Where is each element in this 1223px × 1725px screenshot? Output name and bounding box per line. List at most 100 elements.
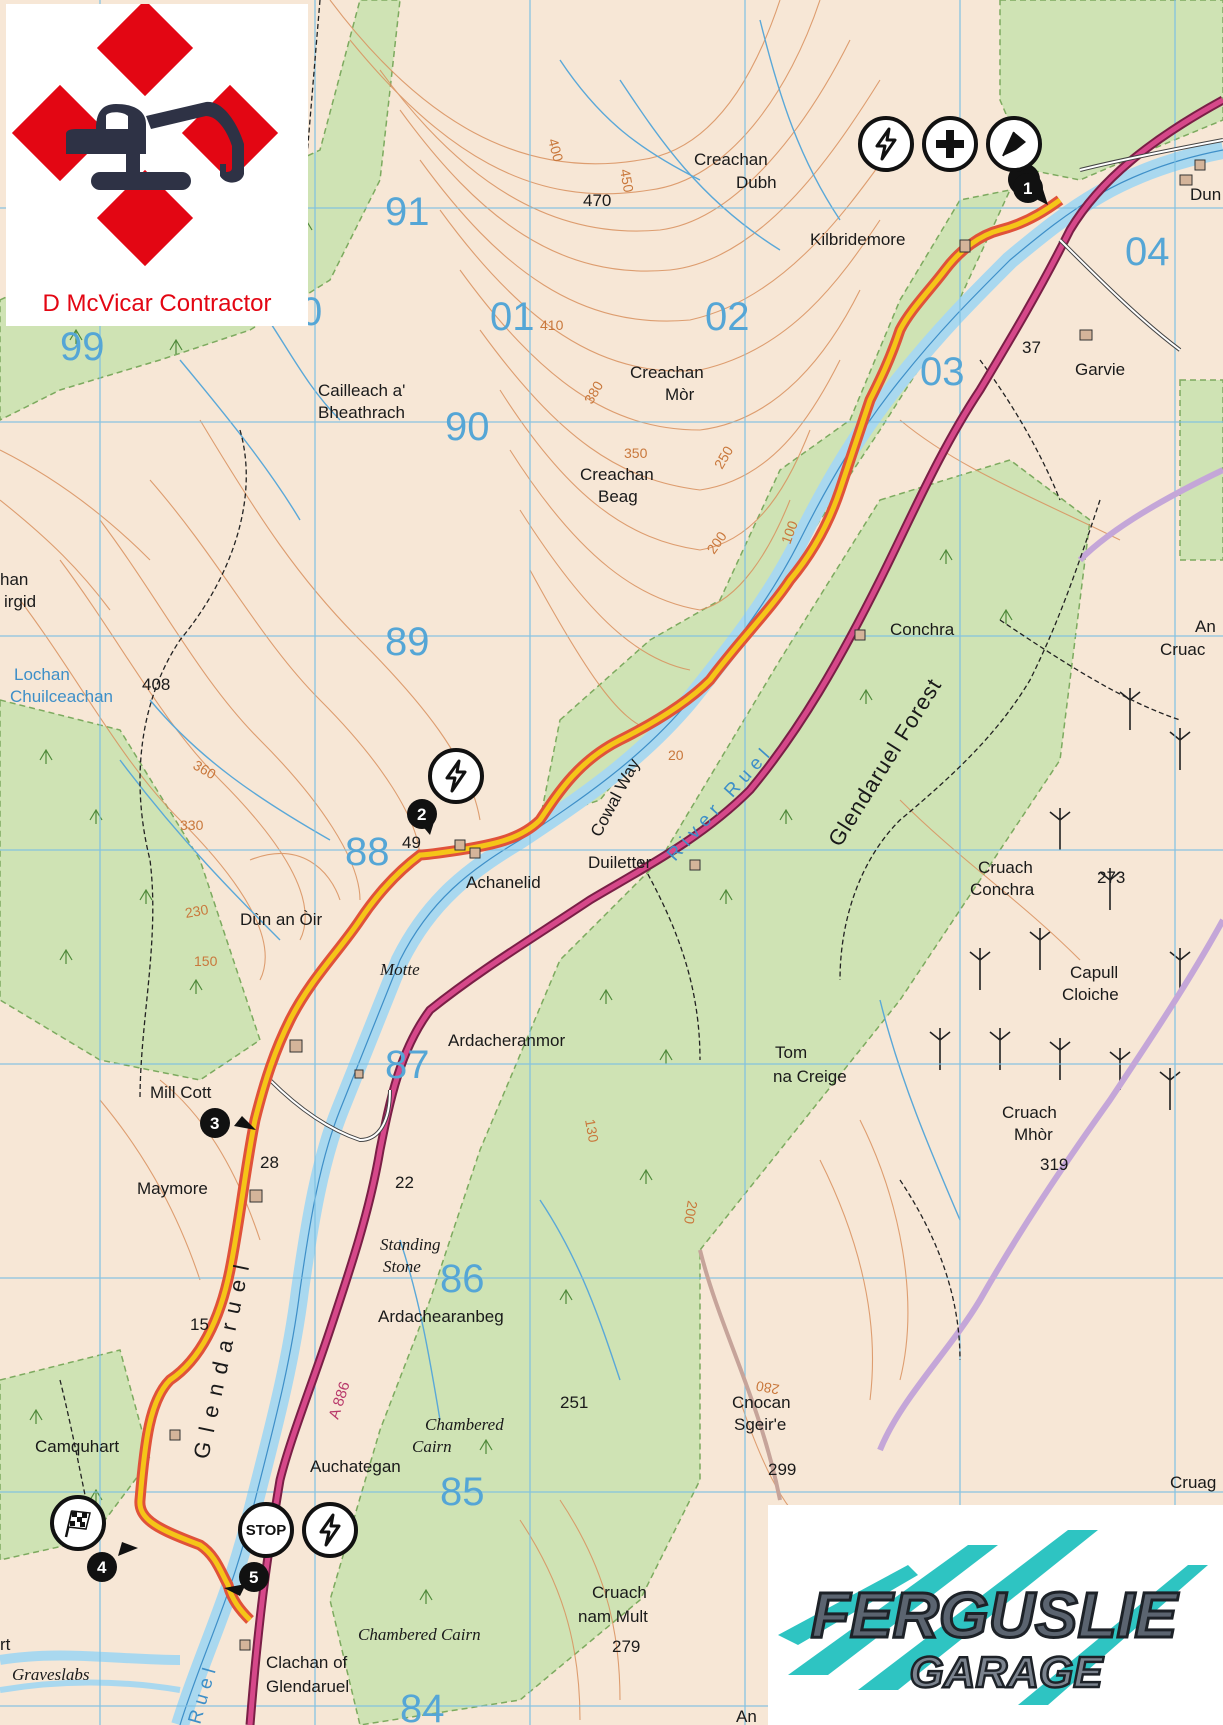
spot-height-319: 319 bbox=[1040, 1155, 1068, 1174]
label-conchra: Conchra bbox=[890, 620, 955, 639]
grid-number-85: 85 bbox=[440, 1470, 485, 1514]
contour-label-230: 230 bbox=[184, 901, 210, 921]
waypoint-3[interactable]: 3 bbox=[200, 1108, 256, 1138]
label-chambered: Chambered bbox=[425, 1415, 504, 1434]
label-left-rt: rt bbox=[0, 1635, 11, 1654]
label-cruach-nam-mult: Cruach bbox=[592, 1583, 647, 1602]
stop-sign-icon[interactable]: STOP bbox=[238, 1502, 294, 1558]
contour-label-450: 450 bbox=[617, 168, 637, 194]
label-chambered-cairn: Chambered Cairn bbox=[358, 1625, 481, 1644]
label-ardachearanbeg: Ardachearanbeg bbox=[378, 1307, 504, 1326]
lightning-bolt-icon[interactable] bbox=[858, 116, 914, 172]
spot-height-28: 28 bbox=[260, 1153, 279, 1172]
lightning-bolt-icon-stop[interactable] bbox=[302, 1502, 358, 1558]
grid-number-02: 02 bbox=[705, 295, 750, 339]
boundary-line bbox=[877, 467, 1223, 1452]
label-nam-mult: nam Mult bbox=[578, 1607, 648, 1626]
label-creachan-beag-2: Beag bbox=[598, 487, 638, 506]
label-cruach-conchra-2: Conchra bbox=[970, 880, 1035, 899]
label-na-creige: na Creige bbox=[773, 1067, 847, 1086]
contractor-logo: D McVicar Contractor bbox=[6, 4, 308, 326]
buildings bbox=[169, 159, 1206, 1651]
spot-height-470: 470 bbox=[583, 191, 611, 210]
label-duiletter: Duiletter bbox=[588, 853, 652, 872]
label-lochan: Lochan bbox=[14, 665, 70, 684]
grid-number-03: 03 bbox=[920, 350, 965, 394]
grid-number-99: 99 bbox=[60, 325, 105, 369]
contour-label-100: 100 bbox=[778, 518, 801, 546]
label-bheathrach: Bheathrach bbox=[318, 403, 405, 422]
contour-label-130: 130 bbox=[582, 1118, 602, 1144]
label-kilbridemore: Kilbridemore bbox=[810, 230, 905, 249]
label-cailleach: Cailleach a' bbox=[318, 381, 405, 400]
spot-height-49: 49 bbox=[402, 833, 421, 852]
spot-height-37: 37 bbox=[1022, 338, 1041, 357]
label-an: An bbox=[1195, 617, 1216, 636]
label-tom: Tom bbox=[775, 1043, 807, 1062]
grid-number-88: 88 bbox=[345, 830, 390, 874]
label-cruag: Cruag bbox=[1170, 1473, 1216, 1492]
forest-right-edge bbox=[1179, 379, 1223, 561]
waypoint-2[interactable]: 2 bbox=[407, 799, 437, 835]
spot-height-273: 273 bbox=[1097, 868, 1125, 887]
label-chuilceachan: Chuilceachan bbox=[10, 687, 113, 706]
label-cloiche: Cloiche bbox=[1062, 985, 1119, 1004]
stop-label: STOP bbox=[245, 1521, 287, 1539]
contour-label-20: 20 bbox=[668, 747, 684, 763]
chequered-flag-icon[interactable] bbox=[50, 1495, 106, 1551]
forest-glendaruel bbox=[329, 459, 1091, 1725]
waypoint-4-label: 4 bbox=[97, 1558, 107, 1577]
label-mill-cott: Mill Cott bbox=[150, 1083, 212, 1102]
label-graveslabs: Graveslabs bbox=[12, 1665, 90, 1684]
spot-height-251: 251 bbox=[560, 1393, 588, 1412]
waypoint-1[interactable]: 1 bbox=[1008, 163, 1048, 205]
label-garvie: Garvie bbox=[1075, 360, 1125, 379]
label-creachan-dubh-2: Dubh bbox=[736, 173, 777, 192]
contour-label-280: 280 bbox=[755, 1378, 781, 1398]
label-left-han: han bbox=[0, 570, 28, 589]
label-cruach-conchra: Cruach bbox=[978, 858, 1033, 877]
label-an-bottom: An bbox=[736, 1707, 757, 1725]
label-dun-an-oir: Dùn an Òir bbox=[240, 910, 323, 929]
label-motte: Motte bbox=[379, 960, 420, 979]
label-cairn: Cairn bbox=[412, 1437, 452, 1456]
grid-number-89: 89 bbox=[385, 620, 430, 664]
medical-cross-icon[interactable] bbox=[922, 116, 978, 172]
label-standing: Standing bbox=[380, 1235, 440, 1254]
spot-height-279: 279 bbox=[612, 1637, 640, 1656]
garage-logo: FERGUSLIE GARAGE bbox=[768, 1505, 1223, 1725]
contractor-logo-caption: D McVicar Contractor bbox=[42, 290, 272, 317]
waypoint-4[interactable]: 4 bbox=[87, 1542, 138, 1582]
label-capull: Capull bbox=[1070, 963, 1118, 982]
label-creachan-dubh: Creachan bbox=[694, 150, 768, 169]
stage-route bbox=[137, 197, 1062, 1622]
grid-number-01: 01 bbox=[490, 295, 535, 339]
label-sgeire: Sgeir'e bbox=[734, 1415, 786, 1434]
streams bbox=[119, 19, 961, 1421]
spot-height-299: 299 bbox=[768, 1460, 796, 1479]
contour-label-410: 410 bbox=[540, 317, 564, 333]
forest-west bbox=[0, 699, 261, 1081]
label-creachan-beag: Creachan bbox=[580, 465, 654, 484]
contour-label-400: 400 bbox=[545, 137, 567, 164]
grid-number-87: 87 bbox=[385, 1043, 430, 1087]
waypoint-1-label: 1 bbox=[1023, 179, 1032, 198]
start-flag-icon[interactable] bbox=[986, 116, 1042, 172]
contractor-logo-graphic bbox=[11, 4, 279, 267]
label-achanelid: Achanelid bbox=[466, 873, 541, 892]
garage-logo-line1: FERGUSLIE bbox=[811, 1579, 1180, 1651]
river-west bbox=[0, 1650, 181, 1665]
contour-lines bbox=[0, 0, 1121, 1721]
waypoint-5[interactable]: 5 bbox=[224, 1562, 269, 1596]
contour-label-330: 330 bbox=[180, 817, 204, 833]
contour-label-150: 150 bbox=[194, 953, 218, 969]
waypoint-2-label: 2 bbox=[417, 805, 426, 824]
label-creachan-mor-2: Mòr bbox=[665, 385, 695, 404]
waypoint-3-label: 3 bbox=[210, 1114, 219, 1133]
label-stone: Stone bbox=[383, 1257, 421, 1276]
lightning-bolt-icon-wp2[interactable] bbox=[428, 748, 484, 804]
label-cruach-mhor: Cruach bbox=[1002, 1103, 1057, 1122]
label-auchategan: Auchategan bbox=[310, 1457, 401, 1476]
